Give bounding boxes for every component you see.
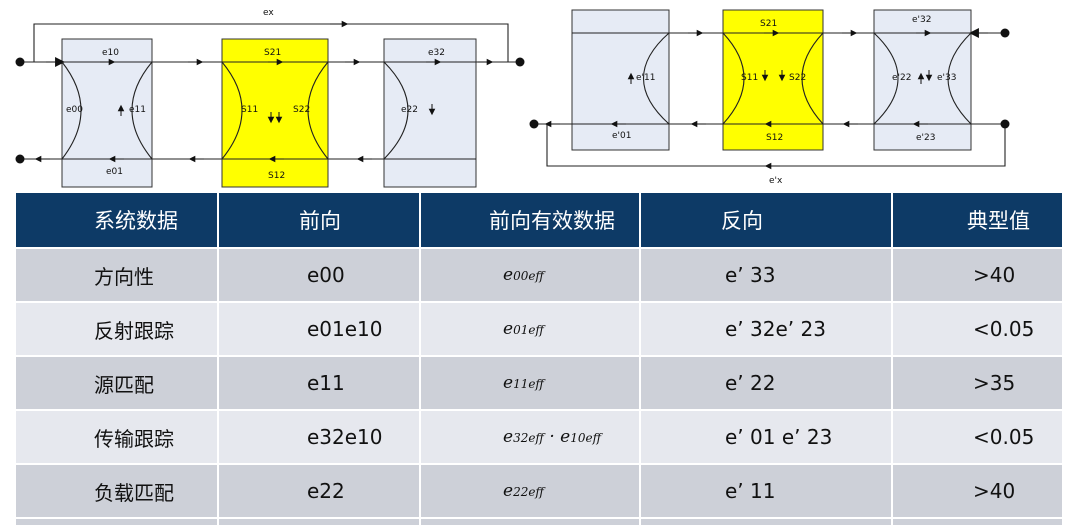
cell-typical: >35 — [893, 355, 1062, 409]
s22-arc-rev — [801, 32, 824, 125]
e11-arc — [131, 61, 153, 160]
label-s22-rev: S22 — [789, 73, 806, 83]
cell-effective: e01eff — [421, 301, 641, 355]
label-s11-rev: S11 — [741, 73, 758, 83]
header-reverse: 反向 — [641, 193, 893, 247]
e33-arc-rev — [947, 32, 972, 125]
port2-node-top-rev — [1000, 28, 1010, 38]
port2-node — [515, 57, 525, 67]
cell-reverse: e’ 11 — [641, 463, 893, 517]
label-s11: S11 — [241, 105, 258, 115]
e00-arc — [61, 61, 82, 160]
e11-arc-rev — [642, 32, 670, 125]
s11-arc-rev — [722, 32, 745, 125]
label-e00: e00 — [66, 105, 83, 115]
table-header-row: 系统数据 前向 前向有效数据 反向 典型值 — [16, 193, 1062, 247]
label-e01: e01 — [106, 167, 123, 177]
cell-forward: e22 — [219, 463, 421, 517]
label-e11-rev: e'11 — [636, 73, 655, 83]
label-e32-rev: e'32 — [912, 15, 931, 25]
table-row: 源匹配 e11 e11eff e’ 22 >35 — [16, 355, 1062, 409]
port2-node-bottom-rev — [1000, 119, 1010, 129]
error-terms-table: 系统数据 前向 前向有效数据 反向 典型值 方向性 e00 e00eff e’ … — [16, 193, 1062, 525]
cell-typical: >40 — [893, 247, 1062, 301]
cell-system: 负载匹配 — [16, 463, 219, 517]
port2-error-box — [383, 38, 477, 188]
cell-system: 方向性 — [16, 247, 219, 301]
cell-system: 传输跟踪 — [16, 409, 219, 463]
cell-effective: e00eff — [421, 247, 641, 301]
cell-effective: e32eff · e10eff — [421, 409, 641, 463]
label-s22: S22 — [293, 105, 310, 115]
cell-forward: e32e10 — [219, 409, 421, 463]
table-row: 负载匹配 e22 e22eff e’ 11 >40 — [16, 463, 1062, 517]
table-row: 反射跟踪 e01e10 e01eff e’ 32e’ 23 <0.05 — [16, 301, 1062, 355]
label-s21-rev: S21 — [760, 19, 777, 29]
label-e11: e11 — [129, 105, 146, 115]
cell-reverse: e’ 33 — [641, 247, 893, 301]
header-forward: 前向 — [219, 193, 421, 247]
table-row: 方向性 e00 e00eff e’ 33 >40 — [16, 247, 1062, 301]
label-s21: S21 — [264, 48, 281, 58]
label-ex: ex — [263, 8, 274, 18]
s11-arc — [221, 61, 243, 160]
label-e01-rev: e'01 — [612, 131, 631, 141]
port1-error-box — [61, 38, 153, 188]
reverse-error-model: S21 e'32 e'11 S11 S22 e'22 e'33 e'01 S12… — [529, 9, 1010, 186]
cell-system: 反射跟踪 — [16, 301, 219, 355]
forward-error-model: ex e10 e00 e11 e01 S21 S11 S22 S12 e32 e… — [15, 8, 525, 188]
port1-node-bottom — [15, 154, 25, 164]
e22-arc — [383, 61, 409, 160]
port1-node-rev — [529, 119, 539, 129]
label-e32: e32 — [428, 48, 445, 58]
ex-path — [33, 23, 509, 62]
cell-forward: e01e10 — [219, 301, 421, 355]
s22-arc — [307, 61, 329, 160]
label-e10: e10 — [102, 48, 119, 58]
cell-reverse: e’ 22 — [641, 355, 893, 409]
cell-system: 源匹配 — [16, 355, 219, 409]
dut-box-reverse — [722, 9, 824, 151]
label-e22: e22 — [401, 105, 418, 115]
label-s12-rev: S12 — [766, 133, 783, 143]
header-system-data: 系统数据 — [16, 193, 219, 247]
cell-typical: <0.05 — [893, 409, 1062, 463]
cell-effective: e22eff — [421, 463, 641, 517]
label-s12: S12 — [268, 171, 285, 181]
cell-forward: e00 — [219, 247, 421, 301]
cell-reverse: e’ 01 e’ 23 — [641, 409, 893, 463]
e22-arc-rev — [873, 32, 899, 125]
label-e33-rev: e'33 — [937, 73, 956, 83]
cell-effective: e11eff — [421, 355, 641, 409]
table-row-partial — [16, 517, 1062, 525]
header-forward-effective: 前向有效数据 — [421, 193, 641, 247]
cell-forward: e11 — [219, 355, 421, 409]
header-typical: 典型值 — [893, 193, 1062, 247]
table-row: 传输跟踪 e32e10 e32eff · e10eff e’ 01 e’ 23 … — [16, 409, 1062, 463]
label-e23-rev: e'23 — [916, 133, 935, 143]
port1-node-top — [15, 57, 25, 67]
error-model-diagram: ex e10 e00 e11 e01 S21 S11 S22 S12 e32 e… — [15, 8, 1010, 188]
label-ex-rev: e'x — [769, 176, 783, 186]
cell-reverse: e’ 32e’ 23 — [641, 301, 893, 355]
cell-typical: >40 — [893, 463, 1062, 517]
label-e22-rev: e'22 — [892, 73, 911, 83]
dut-box-forward — [221, 38, 329, 188]
cell-typical: <0.05 — [893, 301, 1062, 355]
